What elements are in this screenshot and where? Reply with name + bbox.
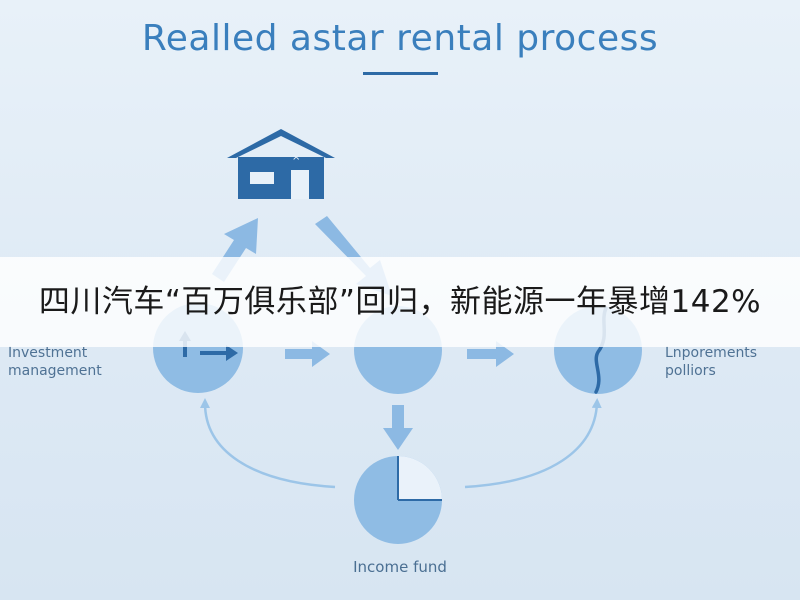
exit-policies-label: Lnporements polliors [665,344,795,380]
diagram-title: Realled astar rental process [141,18,659,59]
curve-arrow-left [200,398,336,489]
svg-text:×: × [292,152,300,163]
curve-arrow-right [464,398,602,489]
pie-chart-icon [354,456,442,544]
house-icon: × [227,129,335,199]
label-line: polliors [665,363,716,379]
title-underline [363,72,438,75]
label-line: Investment [8,345,88,361]
headline-text: 四川汽车“百万俱乐部”回归，新能源一年暴增142% [38,284,762,320]
arrow-right-1 [285,341,330,367]
investment-management-label: Investment management [8,344,138,380]
label-line: Lnporements [665,345,758,361]
arrow-down [383,405,413,450]
label-line: management [8,363,102,379]
arrow-right-2 [467,341,514,367]
income-fund-label: Income fund [353,558,447,576]
headline-banner [0,257,800,347]
